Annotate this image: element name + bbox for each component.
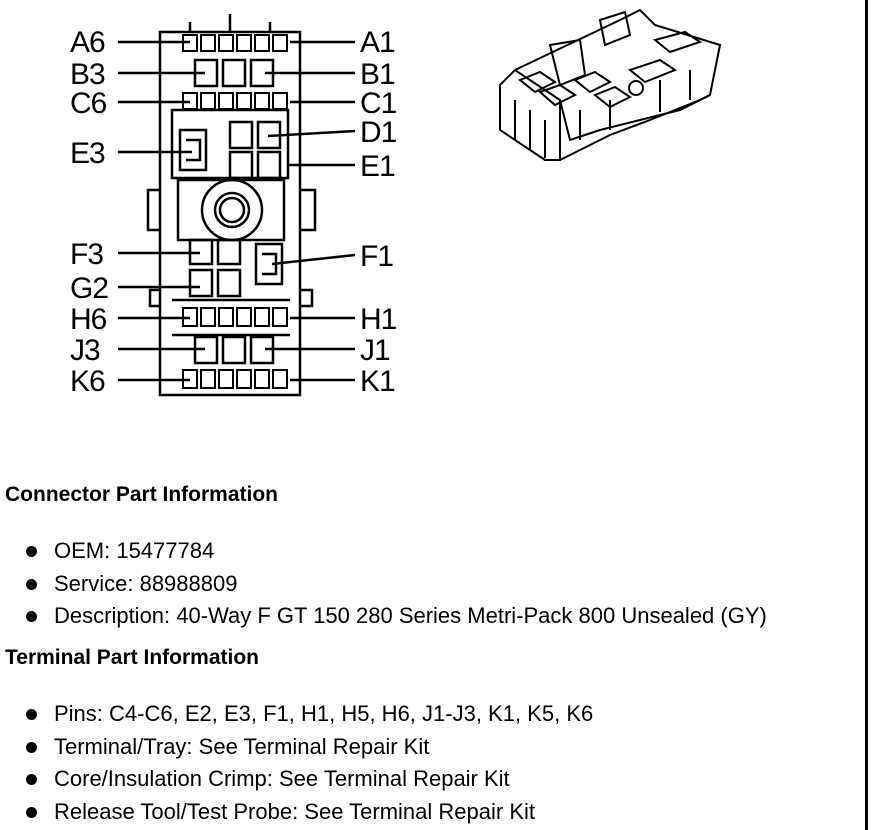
terminal-info-list: Pins: C4-C6, E2, E3, F1, H1, H5, H6, J1-…: [20, 698, 593, 828]
pin-label-h6: H6: [70, 303, 107, 336]
terminal-info-item: Release Tool/Test Probe: See Terminal Re…: [20, 796, 593, 829]
connector-info-title: Connector Part Information: [5, 483, 279, 506]
page-right-border: [865, 0, 868, 830]
pin-label-e1: E1: [360, 150, 395, 183]
connector-info-item: Description: 40-Way F GT 150 280 Series …: [20, 600, 767, 633]
pin-label-a6: A6: [70, 26, 105, 59]
pin-label-d1: D1: [360, 116, 397, 149]
terminal-info-title: Terminal Part Information: [5, 646, 259, 669]
pin-label-h1: H1: [360, 303, 397, 336]
pin-label-k1: K1: [360, 365, 395, 398]
connector-info-item: OEM: 15477784: [20, 535, 767, 568]
pin-label-k6: K6: [70, 365, 105, 398]
connector-face: [146, 14, 317, 397]
pin-label-b1: B1: [360, 58, 395, 91]
terminal-info-item: Pins: C4-C6, E2, E3, F1, H1, H5, H6, J1-…: [20, 698, 593, 731]
pin-cells-small: [182, 34, 288, 389]
pin-label-j1: J1: [360, 334, 390, 367]
connector-info-list: OEM: 15477784 Service: 88988809 Descript…: [20, 535, 767, 633]
leader-lines: [118, 40, 356, 382]
pin-label-g2: G2: [70, 272, 108, 305]
pin-label-c1: C1: [360, 87, 397, 120]
pin-label-a1: A1: [360, 26, 395, 59]
pin-label-e3: E3: [70, 137, 105, 170]
terminal-info-item: Terminal/Tray: See Terminal Repair Kit: [20, 731, 593, 764]
terminal-info-item: Core/Insulation Crimp: See Terminal Repa…: [20, 763, 593, 796]
pin-label-f1: F1: [360, 240, 393, 273]
pin-label-j3: J3: [70, 334, 100, 367]
pin-label-f3: F3: [70, 238, 103, 271]
connector-diagram: A6 B3 C6 E3 F3 G2 H6 J3 K6 A1 B1 C1 D1 E…: [70, 8, 722, 398]
connector-isometric-view: [499, 8, 722, 161]
pin-label-b3: B3: [70, 58, 105, 91]
pin-label-c6: C6: [70, 87, 107, 120]
connector-info-item: Service: 88988809: [20, 568, 767, 601]
